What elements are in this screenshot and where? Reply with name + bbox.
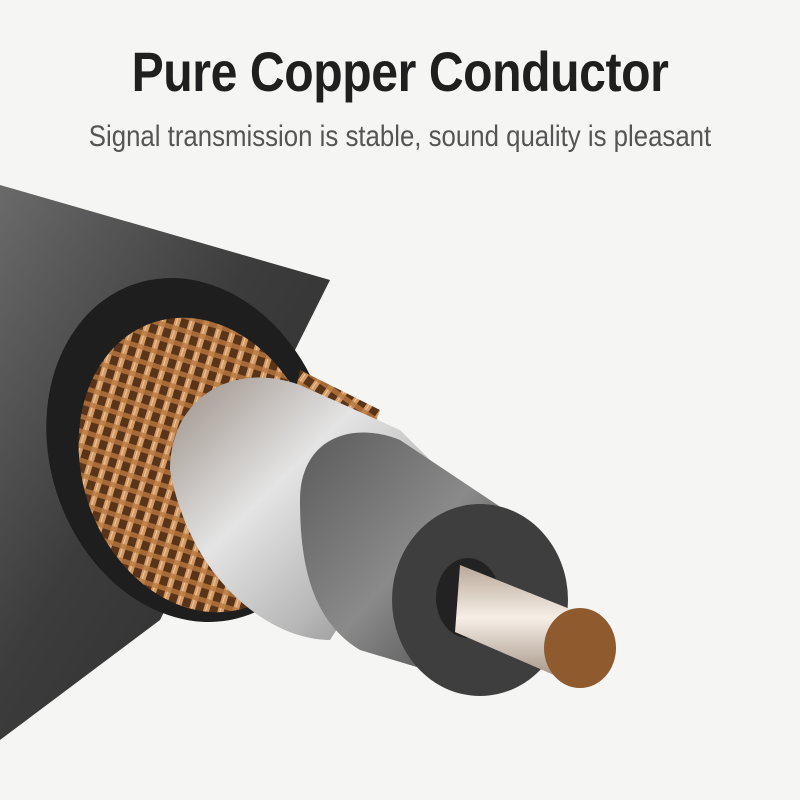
headline: Pure Copper Conductor [131, 40, 669, 103]
tagline: Signal transmission is stable, sound qua… [88, 120, 712, 153]
copper-core [455, 565, 616, 688]
